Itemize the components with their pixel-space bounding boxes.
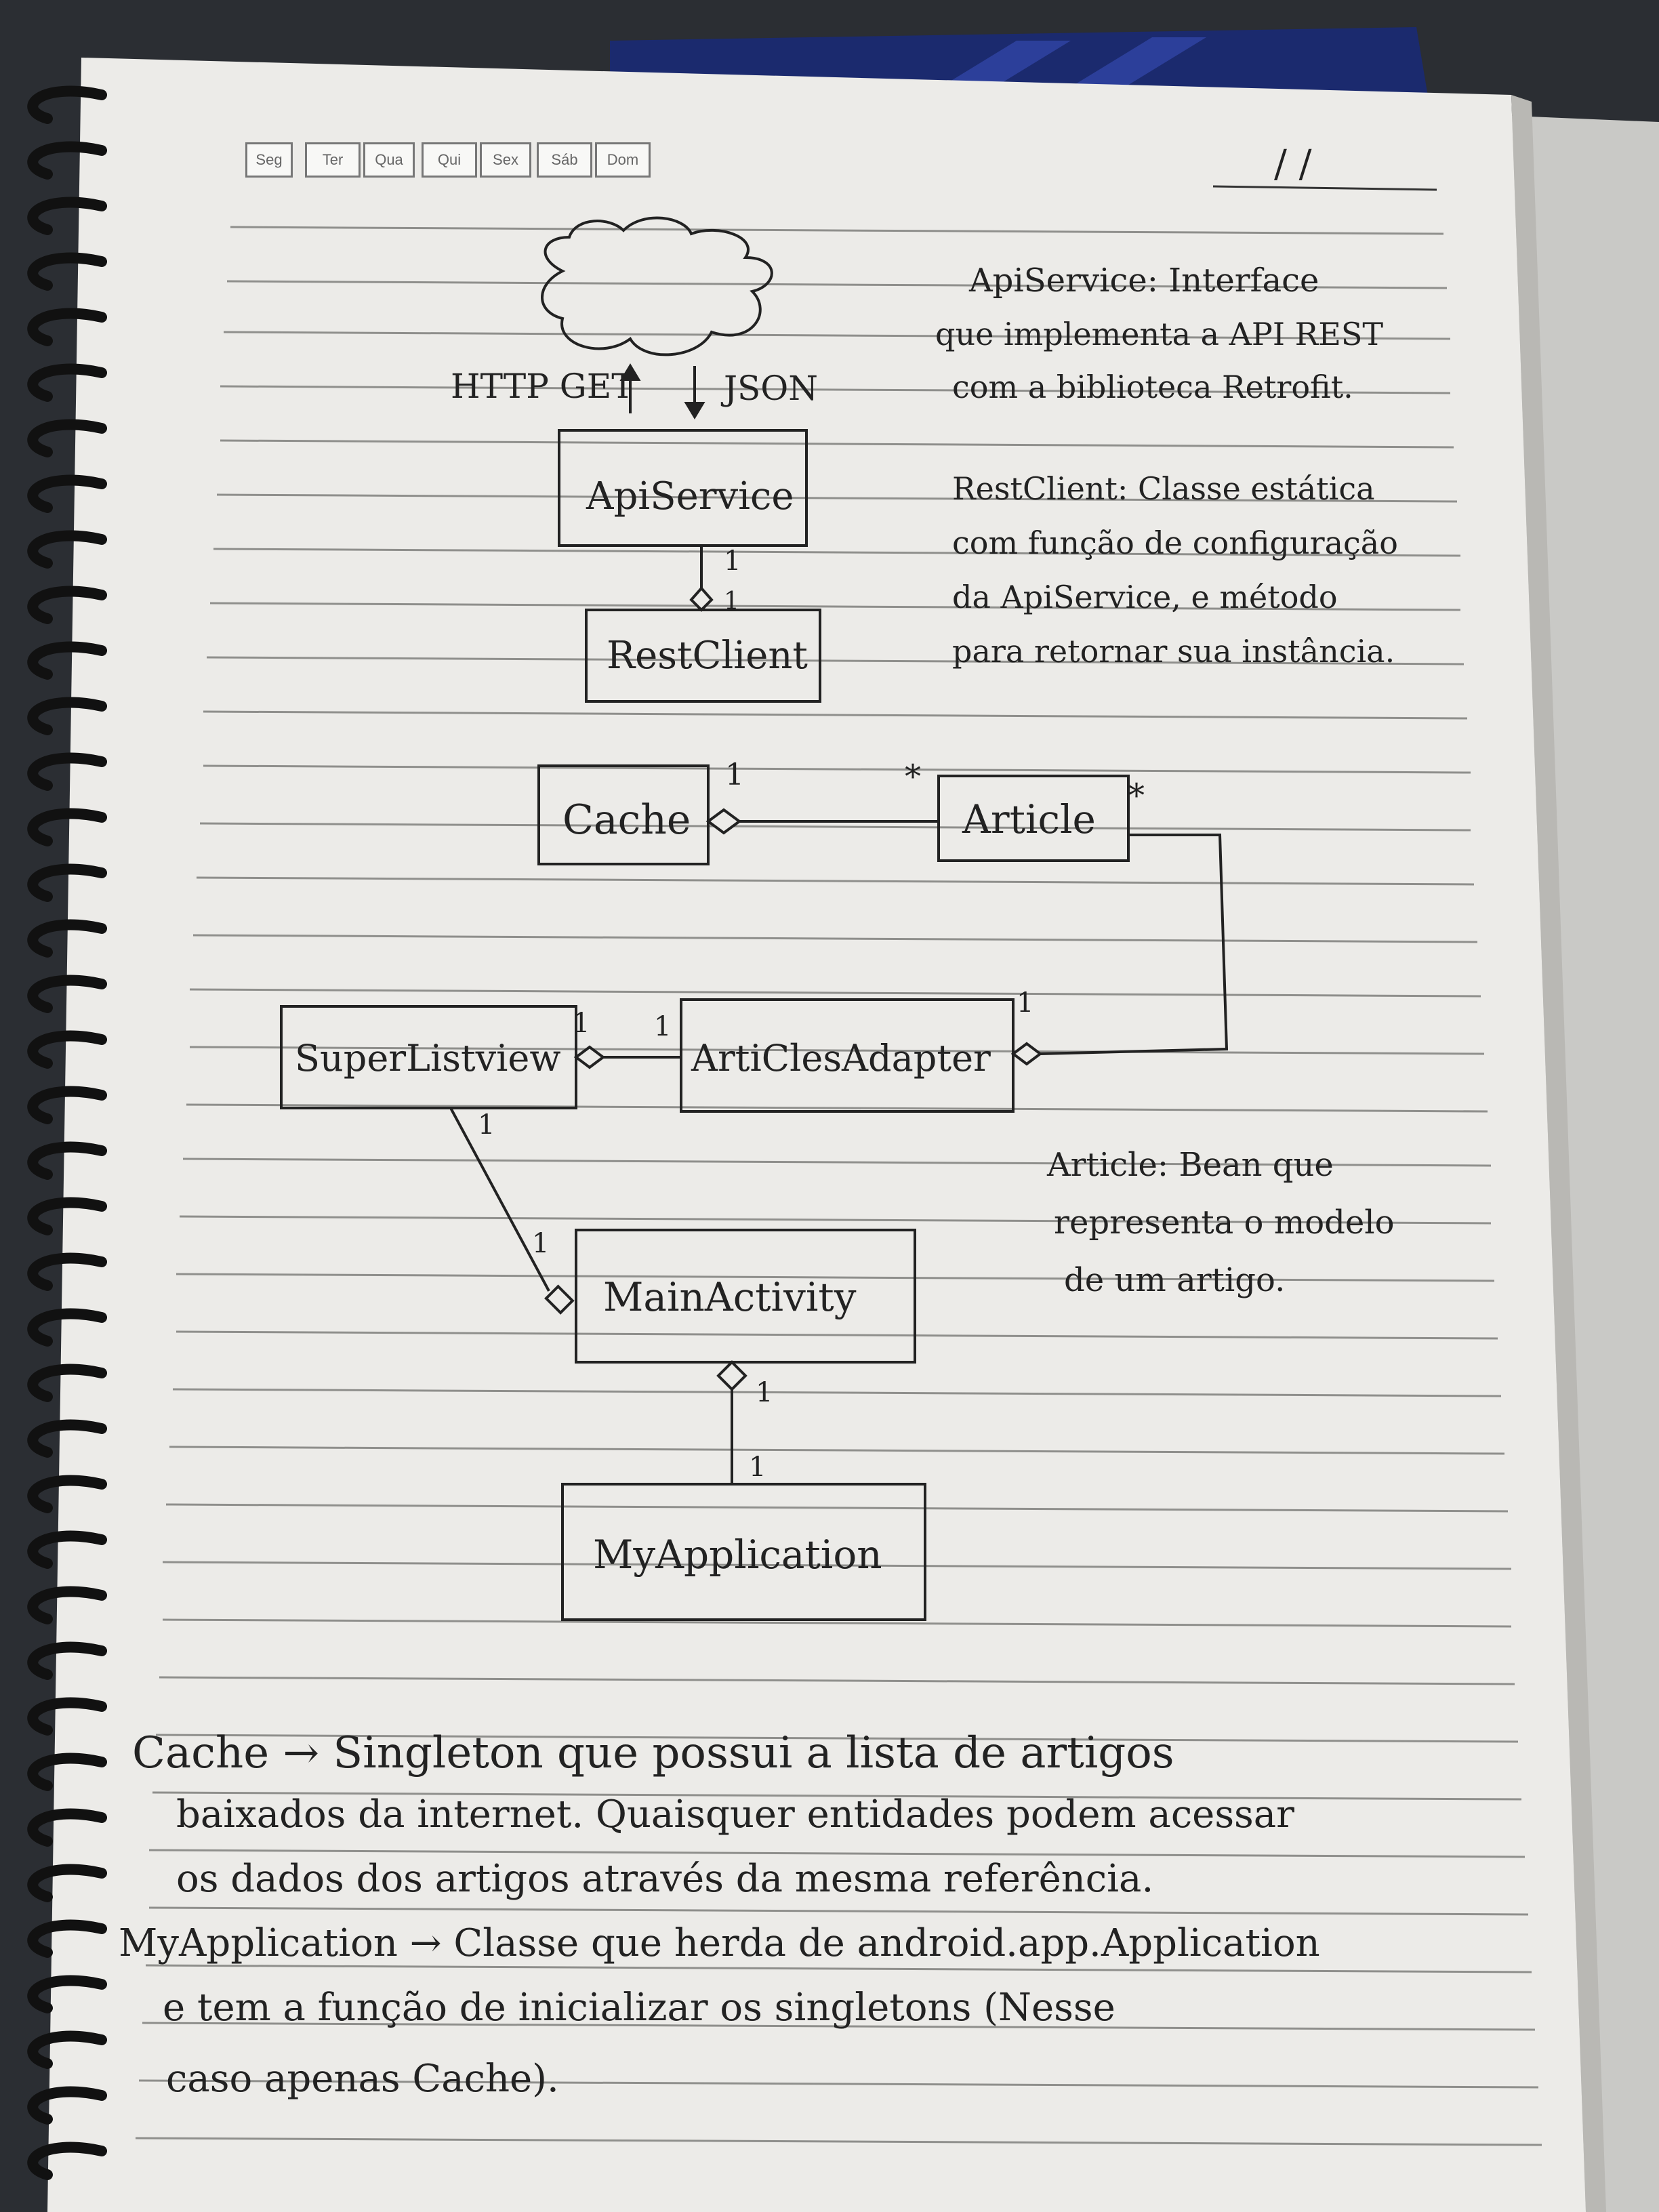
article-box (937, 775, 1130, 862)
article-label: Article (962, 796, 1096, 842)
json-label: JSON (724, 369, 819, 408)
spiral-ring (27, 586, 107, 624)
note-line: Article: Bean que (1047, 1146, 1334, 1184)
spiral-ring (27, 919, 107, 958)
spiral-ring (27, 2030, 107, 2069)
multiplicity-label: 1 (1017, 987, 1034, 1019)
note-line: com função de configuração (952, 525, 1398, 561)
cache-box (537, 764, 710, 865)
weekday-box: Ter (305, 142, 361, 178)
spiral-ring (27, 363, 107, 402)
weekday-box: Sáb (537, 142, 592, 178)
superlistview-label: SuperListview (295, 1037, 561, 1080)
note-line: com a biblioteca Retrofit. (952, 369, 1353, 405)
spiral-ring (27, 474, 107, 513)
spiral-ring (27, 641, 107, 680)
myapplication-box (561, 1483, 926, 1621)
mainactivity-label: MainActivity (603, 1274, 857, 1320)
date-slashes: / / (1274, 142, 1312, 186)
spiral-ring (27, 1697, 107, 1736)
bottom-note-line: caso apenas Cache). (166, 2057, 559, 2101)
spiral-ring (27, 1975, 107, 2013)
bottom-note-line: Cache → Singleton que possui a lista de … (132, 1728, 1174, 1778)
spiral-ring (27, 1197, 107, 1235)
multiplicity-label: 1 (654, 1011, 672, 1042)
spiral-ring (27, 1864, 107, 1902)
spiral-ring (27, 1919, 107, 1958)
myapplication-label: MyApplication (593, 1532, 882, 1578)
bottom-note-line: baixados da internet. Quaisquer entidade… (176, 1793, 1294, 1837)
spiral-ring (27, 419, 107, 457)
spiral-ring (27, 1586, 107, 1624)
note-line: RestClient: Classe estática (952, 470, 1375, 507)
weekday-box: Dom (595, 142, 651, 178)
multiplicity-label: * (1128, 777, 1145, 815)
spiral-ring (27, 1030, 107, 1069)
articlesadapter-label: ArtiClesAdapter (691, 1037, 991, 1080)
note-line: que implementa a API REST (935, 316, 1384, 352)
weekday-box: Qua (363, 142, 415, 178)
apiservice-label: ApiService (586, 474, 794, 518)
bottom-note-line: MyApplication → Classe que herda de andr… (119, 1921, 1320, 1965)
restclient-label: RestClient (607, 634, 808, 678)
spiral-ring (27, 308, 107, 346)
spiral-ring (27, 1086, 107, 1124)
spiral-ring (27, 1753, 107, 1791)
spiral-ring (27, 1475, 107, 1513)
spiral-ring (27, 2086, 107, 2125)
note-line: ApiService: Interface (969, 262, 1319, 300)
note-line: de um artigo. (1064, 1261, 1286, 1299)
cache-label: Cache (562, 796, 691, 844)
note-line: para retornar sua instância. (952, 633, 1395, 670)
spiral-ring (27, 697, 107, 735)
spiral-ring (27, 141, 107, 180)
weekday-box: Seg (245, 142, 293, 178)
spiral-ring (27, 252, 107, 291)
http-get-label: HTTP GET (451, 367, 634, 406)
spiral-ring (27, 752, 107, 791)
apiservice-box (558, 429, 808, 547)
note-line: da ApiService, e método (952, 579, 1338, 615)
spiral-ring (27, 1808, 107, 1847)
multiplicity-label: 1 (756, 1377, 773, 1408)
bottom-note-line: os dados dos artigos através da mesma re… (176, 1857, 1154, 1901)
multiplicity-label: 1 (725, 758, 744, 792)
multiplicity-label: * (905, 758, 921, 796)
multiplicity-label: 1 (724, 588, 739, 615)
spiral-ring (27, 1419, 107, 1458)
weekday-box: Sex (480, 142, 531, 178)
spiral-ring (27, 1364, 107, 1402)
spiral-ring (27, 975, 107, 1013)
mainactivity-box (575, 1229, 916, 1364)
note-line: representa o modelo (1054, 1204, 1395, 1242)
spiral-ring (27, 85, 107, 124)
spiral-ring (27, 1252, 107, 1291)
spiral-ring (27, 863, 107, 902)
spiral-ring (27, 1141, 107, 1180)
multiplicity-label: 1 (749, 1452, 766, 1483)
spiral-ring (27, 1530, 107, 1569)
spiral-ring (27, 197, 107, 235)
spiral-ring (27, 808, 107, 846)
spiral-ring (27, 1641, 107, 1680)
cloud-icon (541, 216, 773, 356)
weekday-box: Qui (422, 142, 477, 178)
bottom-note-line: e tem a função de inicializar os singlet… (163, 1986, 1115, 2030)
spiral-ring (27, 2142, 107, 2180)
spiral-ring (27, 530, 107, 569)
multiplicity-label: 1 (532, 1228, 550, 1259)
multiplicity-label: 1 (724, 546, 741, 577)
spiral-ring (27, 1308, 107, 1347)
multiplicity-label: 1 (478, 1109, 495, 1141)
multiplicity-label: 1 (573, 1008, 590, 1039)
